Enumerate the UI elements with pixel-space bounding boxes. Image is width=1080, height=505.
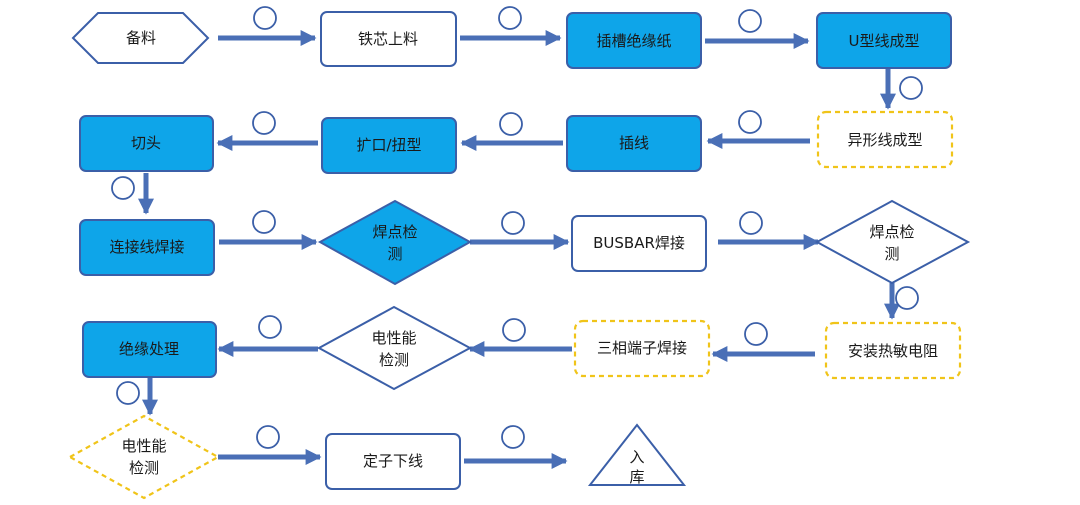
node-label-line-2: 检测	[379, 351, 409, 369]
circle-marker	[253, 6, 277, 30]
node-label-line-1: 入	[629, 448, 644, 466]
node-n04: U型线成型	[816, 12, 952, 69]
node-label: 扩口/扭型	[356, 136, 421, 154]
node-n09: 连接线焊接	[79, 219, 215, 276]
node-n02: 铁芯上料	[320, 11, 457, 67]
node-n15: 电性能 检测	[316, 305, 473, 391]
node-n06: 插线	[566, 115, 702, 172]
node-label-line-1: 焊点检	[869, 223, 914, 241]
node-label: 连接线焊接	[109, 238, 184, 256]
node-n01: 备料	[71, 12, 210, 64]
circle-marker	[252, 111, 276, 135]
node-n14: 三相端子焊接	[573, 319, 711, 378]
inspection-circles	[111, 6, 923, 449]
node-n11: BUSBAR焊接	[571, 215, 707, 272]
node-label: 插线	[619, 134, 649, 152]
node-label: 绝缘处理	[119, 340, 179, 358]
node-label: 定子下线	[363, 452, 423, 470]
circle-marker	[258, 315, 282, 339]
circle-marker	[256, 425, 280, 449]
circle-marker	[502, 318, 526, 342]
circle-marker	[899, 76, 923, 100]
node-n16: 绝缘处理	[82, 321, 217, 378]
node-n05: 异形线成型	[816, 110, 954, 169]
node-label: 异形线成型	[847, 131, 922, 149]
node-label-line-1: 焊点检	[372, 223, 417, 241]
circle-marker	[498, 6, 522, 30]
circle-marker	[501, 211, 525, 235]
node-label-line-1: 电性能	[121, 437, 166, 455]
circle-marker	[738, 9, 762, 33]
circle-marker	[499, 112, 523, 136]
flow-arrows	[137, 29, 901, 470]
node-label: 备料	[126, 29, 156, 47]
node-n10: 焊点检 测	[317, 199, 473, 286]
node-label: 安装热敏电阻	[848, 342, 938, 360]
node-label: BUSBAR焊接	[593, 234, 685, 252]
circle-marker	[501, 425, 525, 449]
node-label: 三相端子焊接	[597, 339, 687, 357]
circle-marker	[111, 176, 135, 200]
node-n12: 焊点检 测	[814, 199, 971, 285]
node-label-line-1: 电性能	[371, 329, 416, 347]
node-n07: 扩口/扭型	[321, 117, 457, 174]
node-label: 切头	[131, 134, 161, 152]
node-label: U型线成型	[849, 32, 920, 50]
node-label-line-2: 检测	[129, 459, 159, 477]
node-label: 插槽绝缘纸	[596, 32, 671, 50]
circle-marker	[252, 210, 276, 234]
node-n18: 定子下线	[325, 433, 461, 490]
node-n03: 插槽绝缘纸	[566, 12, 702, 69]
node-n08: 切头	[79, 115, 214, 172]
node-n17: 电性能 检测	[67, 414, 221, 500]
circle-marker	[744, 322, 768, 346]
circle-marker	[895, 286, 919, 310]
circle-marker	[116, 381, 140, 405]
circle-marker	[738, 110, 762, 134]
node-n19: 入 库	[587, 423, 687, 486]
node-n13: 安装热敏电阻	[824, 321, 962, 380]
node-label: 铁芯上料	[358, 30, 418, 48]
circle-marker	[739, 211, 763, 235]
node-label-line-2: 测	[387, 245, 402, 263]
node-label-line-2: 测	[884, 245, 899, 263]
node-label-line-2: 库	[629, 468, 644, 486]
